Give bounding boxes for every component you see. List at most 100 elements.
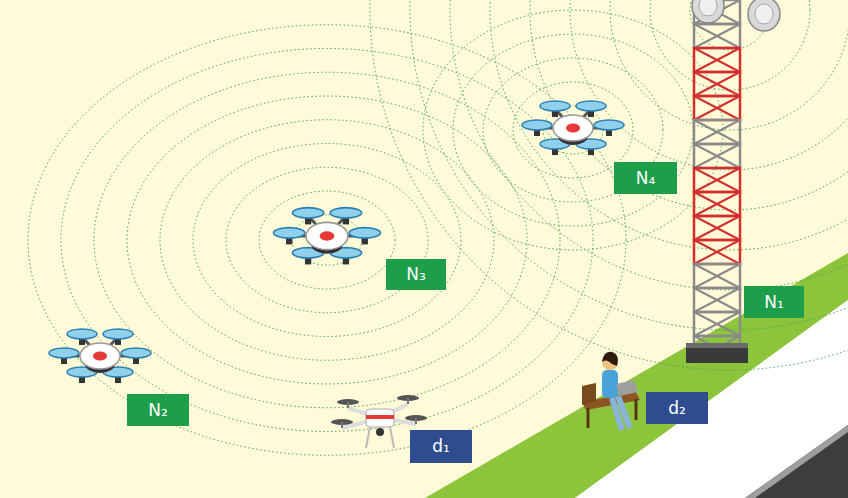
coverage-ring: [28, 25, 626, 456]
tower-brace: [694, 312, 740, 336]
person-hair: [602, 352, 618, 366]
person-on-bench: [582, 352, 640, 430]
drone: [49, 329, 151, 383]
tower-section: [694, 144, 740, 168]
tower-brace: [694, 24, 740, 48]
tower-base-top: [686, 343, 748, 348]
tower-brace: [694, 168, 740, 192]
coverage-ring: [160, 120, 494, 360]
person-leg: [618, 396, 630, 428]
drone: [522, 101, 624, 155]
drone-light: [320, 231, 335, 240]
road: [745, 425, 848, 498]
coverage-ring: [610, 0, 848, 130]
antenna-dish: [748, 0, 780, 31]
antenna-dish-inner: [755, 4, 773, 24]
drone-rotor: [594, 120, 624, 130]
tower-section: [694, 48, 740, 72]
grass-strip: [425, 253, 848, 498]
device-label: d₂: [646, 392, 708, 424]
drone-body: [306, 222, 348, 249]
tower-brace: [694, 48, 740, 72]
tower-brace: [694, 216, 740, 240]
coverage-ring: [259, 191, 395, 289]
network-node-label: N₄: [614, 162, 677, 194]
tower-brace: [694, 48, 740, 72]
tower-brace: [694, 168, 740, 192]
drone-rotor: [121, 348, 151, 358]
drone-rotor: [49, 348, 79, 358]
tower-section: [694, 216, 740, 240]
drone-body: [366, 409, 394, 427]
tower-brace: [694, 72, 740, 96]
tower-section: [694, 96, 740, 120]
bench-leg: [635, 399, 638, 420]
tower-section: [694, 72, 740, 96]
coverage-ring: [410, 0, 848, 330]
landing-leg: [366, 427, 370, 448]
drone-rotor: [292, 208, 324, 219]
drone-mast: [415, 418, 417, 424]
drone-rotor: [67, 329, 97, 339]
coverage-ring: [483, 58, 663, 202]
drone-light: [93, 352, 107, 361]
drone-rotor: [330, 208, 362, 219]
tower-brace: [694, 264, 740, 288]
tower-base: [686, 343, 748, 363]
tower-brace: [694, 192, 740, 216]
tower-brace: [694, 216, 740, 240]
drone-mast: [407, 398, 409, 404]
tower-brace: [694, 192, 740, 216]
tower-section: [694, 24, 740, 48]
coverage-ring: [292, 215, 362, 265]
tower-brace: [694, 240, 740, 264]
drone-stripe: [366, 415, 394, 419]
drone-camera: [376, 428, 384, 436]
device-label: d₁: [410, 430, 472, 463]
antenna-dish-inner: [699, 0, 717, 16]
coverage-ring: [193, 144, 461, 337]
tower-section: [694, 288, 740, 312]
tower-brace: [694, 312, 740, 336]
tower-section: [694, 240, 740, 264]
tower-brace: [694, 96, 740, 120]
tower-section: [694, 264, 740, 288]
coverage-ring: [490, 0, 848, 250]
antenna-dish: [692, 0, 724, 23]
tower-section: [694, 192, 740, 216]
tower-brace: [694, 288, 740, 312]
landing-leg: [390, 427, 394, 448]
drone-body: [553, 115, 593, 141]
coverage-ring: [61, 48, 593, 431]
network-node-label: N₁: [744, 286, 804, 318]
drone-rotor: [273, 228, 305, 239]
drone: [273, 208, 380, 265]
coverage-ring: [226, 167, 428, 312]
tower-brace: [694, 240, 740, 264]
coverage-rings: [28, 0, 848, 455]
tower-section: [694, 168, 740, 192]
network-node-label: N₃: [386, 259, 446, 290]
tower-brace: [694, 120, 740, 144]
tower-brace: [694, 120, 740, 144]
road-edge: [745, 425, 848, 498]
coverage-ring: [570, 0, 848, 170]
coverage-ring: [127, 96, 527, 384]
coverage-ring: [453, 34, 693, 226]
coverage-ring: [450, 0, 848, 290]
node-label-text: N₄: [636, 168, 656, 188]
tower-brace: [694, 96, 740, 120]
tower-section: [694, 120, 740, 144]
person-torso: [602, 370, 618, 398]
drone-body: [80, 343, 120, 369]
node-label-text: N₂: [148, 400, 168, 420]
drone-rotor: [576, 101, 606, 111]
node-label-text: d₂: [668, 398, 686, 418]
drone-rotor: [522, 120, 552, 130]
coverage-ring: [530, 0, 848, 210]
bench-leg: [587, 408, 590, 428]
bench-back: [582, 383, 596, 405]
laptop: [616, 380, 638, 396]
tower-brace: [694, 288, 740, 312]
